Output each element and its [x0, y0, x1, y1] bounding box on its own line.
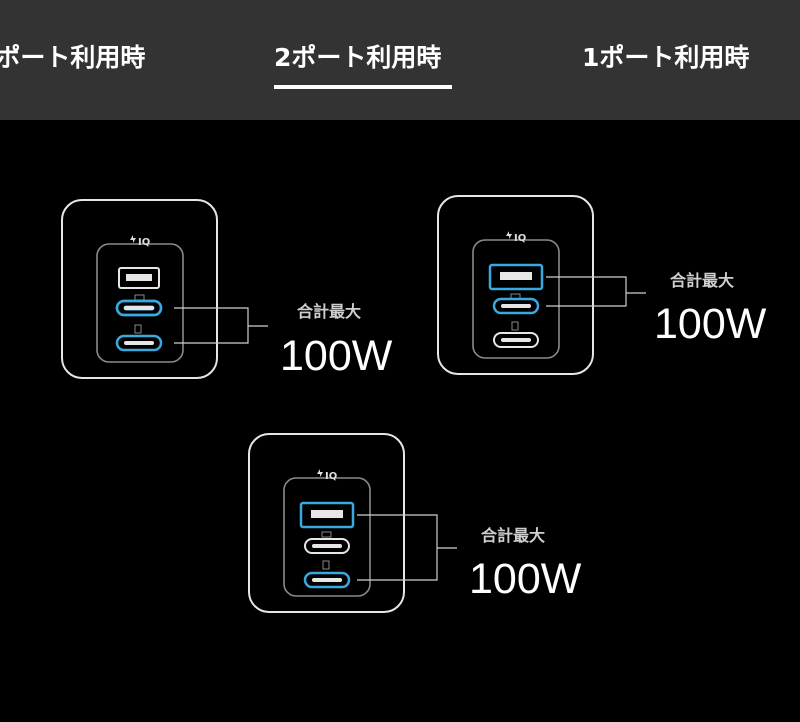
total-max-value: 100W: [469, 555, 582, 603]
charger-diagrams: IQ 合計最大 100W IQ: [0, 120, 800, 722]
usb-c-label-icon: [321, 531, 332, 538]
tab-2-port[interactable]: 2ポート利用時: [274, 43, 442, 72]
diagram-2: IQ 合計最大 100W: [437, 195, 767, 375]
bracket-connector: [174, 307, 268, 344]
total-max-value: 100W: [280, 332, 393, 380]
usb-c-2-port[interactable]: [493, 332, 539, 348]
iq-logo: IQ: [506, 231, 526, 244]
usb-c-2-port[interactable]: [115, 334, 163, 352]
tab-3-port[interactable]: 3ポート利用時: [0, 43, 146, 72]
diagram-1: IQ 合計最大 100W: [61, 199, 393, 380]
total-max-label: 合計最大: [297, 302, 361, 321]
bracket-connector: [357, 514, 457, 581]
diagram-canvas: IQ 合計最大 100W IQ: [61, 195, 767, 613]
port-usage-tabs: 3ポート利用時 2ポート利用時 1ポート利用時: [0, 0, 800, 120]
iq-logo: IQ: [130, 235, 150, 248]
usb-c-label-icon: [134, 294, 145, 301]
total-max-label: 合計最大: [670, 271, 734, 290]
iq-logo: IQ: [317, 469, 337, 482]
diagram-3: IQ 合計最大 100W: [248, 433, 582, 613]
active-tab-indicator: [274, 85, 452, 89]
total-max-value: 100W: [654, 300, 767, 348]
total-max-label: 合計最大: [481, 526, 545, 545]
tab-1-port[interactable]: 1ポート利用時: [582, 43, 750, 72]
usb-a-port[interactable]: [299, 501, 355, 529]
usb-c-1-port[interactable]: [115, 299, 163, 317]
svg-text:IQ: IQ: [138, 237, 150, 248]
usb-c-label-icon: [322, 560, 330, 570]
usb-c-2-port[interactable]: [303, 571, 351, 589]
svg-text:IQ: IQ: [325, 471, 337, 482]
usb-a-port[interactable]: [488, 263, 544, 291]
usb-c-1-port[interactable]: [304, 538, 350, 554]
usb-c-1-port[interactable]: [492, 297, 540, 315]
svg-text:IQ: IQ: [514, 233, 526, 244]
bracket-connector: [546, 276, 646, 307]
usb-c-label-icon: [511, 321, 519, 331]
usb-c-label-icon: [134, 324, 142, 334]
charger-body: [248, 433, 405, 613]
usb-a-port[interactable]: [118, 267, 160, 289]
